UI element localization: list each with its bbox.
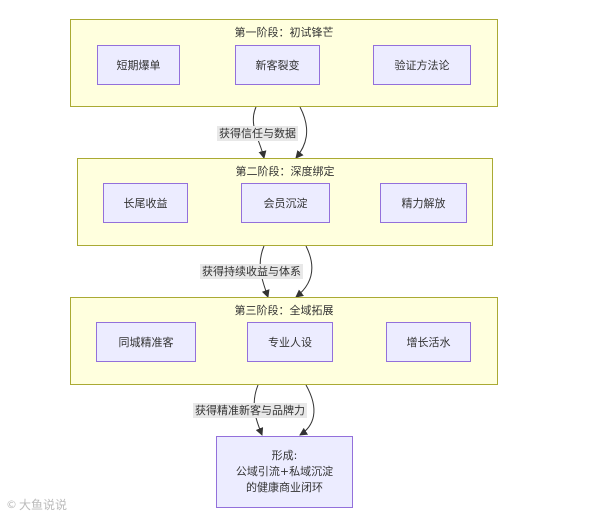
edge-label-3: 获得精准新客与品牌力 xyxy=(193,403,307,418)
node-validate-methodology[interactable]: 验证方法论 xyxy=(373,45,471,85)
node-long-tail-revenue[interactable]: 长尾收益 xyxy=(103,183,188,223)
stage-3-title: 第三阶段：全域拓展 xyxy=(234,304,334,317)
node-member-retention[interactable]: 会员沉淀 xyxy=(241,183,330,223)
final-line-1: 形成: xyxy=(271,449,298,462)
curve-1-right xyxy=(295,106,308,159)
stage-1-title: 第一阶段：初试锋芒 xyxy=(234,26,334,39)
node-short-term-burst[interactable]: 短期爆单 xyxy=(97,45,180,85)
stage-2-title: 第二阶段：深度绑定 xyxy=(235,165,335,178)
node-energy-release[interactable]: 精力解放 xyxy=(380,183,467,223)
node-growth-source[interactable]: 增长活水 xyxy=(386,322,471,362)
node-local-precise-customers[interactable]: 同城精准客 xyxy=(96,322,196,362)
node-final-loop[interactable]: 形成: 公域引流+私域沉淀 的健康商业闭环 xyxy=(216,436,353,508)
watermark-text: 大鱼说说 xyxy=(19,498,68,512)
curve-2-right xyxy=(295,245,313,298)
final-line-2: 公域引流+私域沉淀 xyxy=(235,465,334,478)
node-new-customer-fission[interactable]: 新客裂变 xyxy=(235,45,320,85)
watermark: © 大鱼说说 xyxy=(6,496,67,513)
node-professional-persona[interactable]: 专业人设 xyxy=(247,322,333,362)
watermark-icon: © xyxy=(6,498,17,511)
final-line-3: 的健康商业闭环 xyxy=(246,481,323,494)
curve-3-right xyxy=(299,384,315,436)
edge-label-2: 获得持续收益与体系 xyxy=(200,264,303,279)
edge-label-1: 获得信任与数据 xyxy=(217,126,298,141)
